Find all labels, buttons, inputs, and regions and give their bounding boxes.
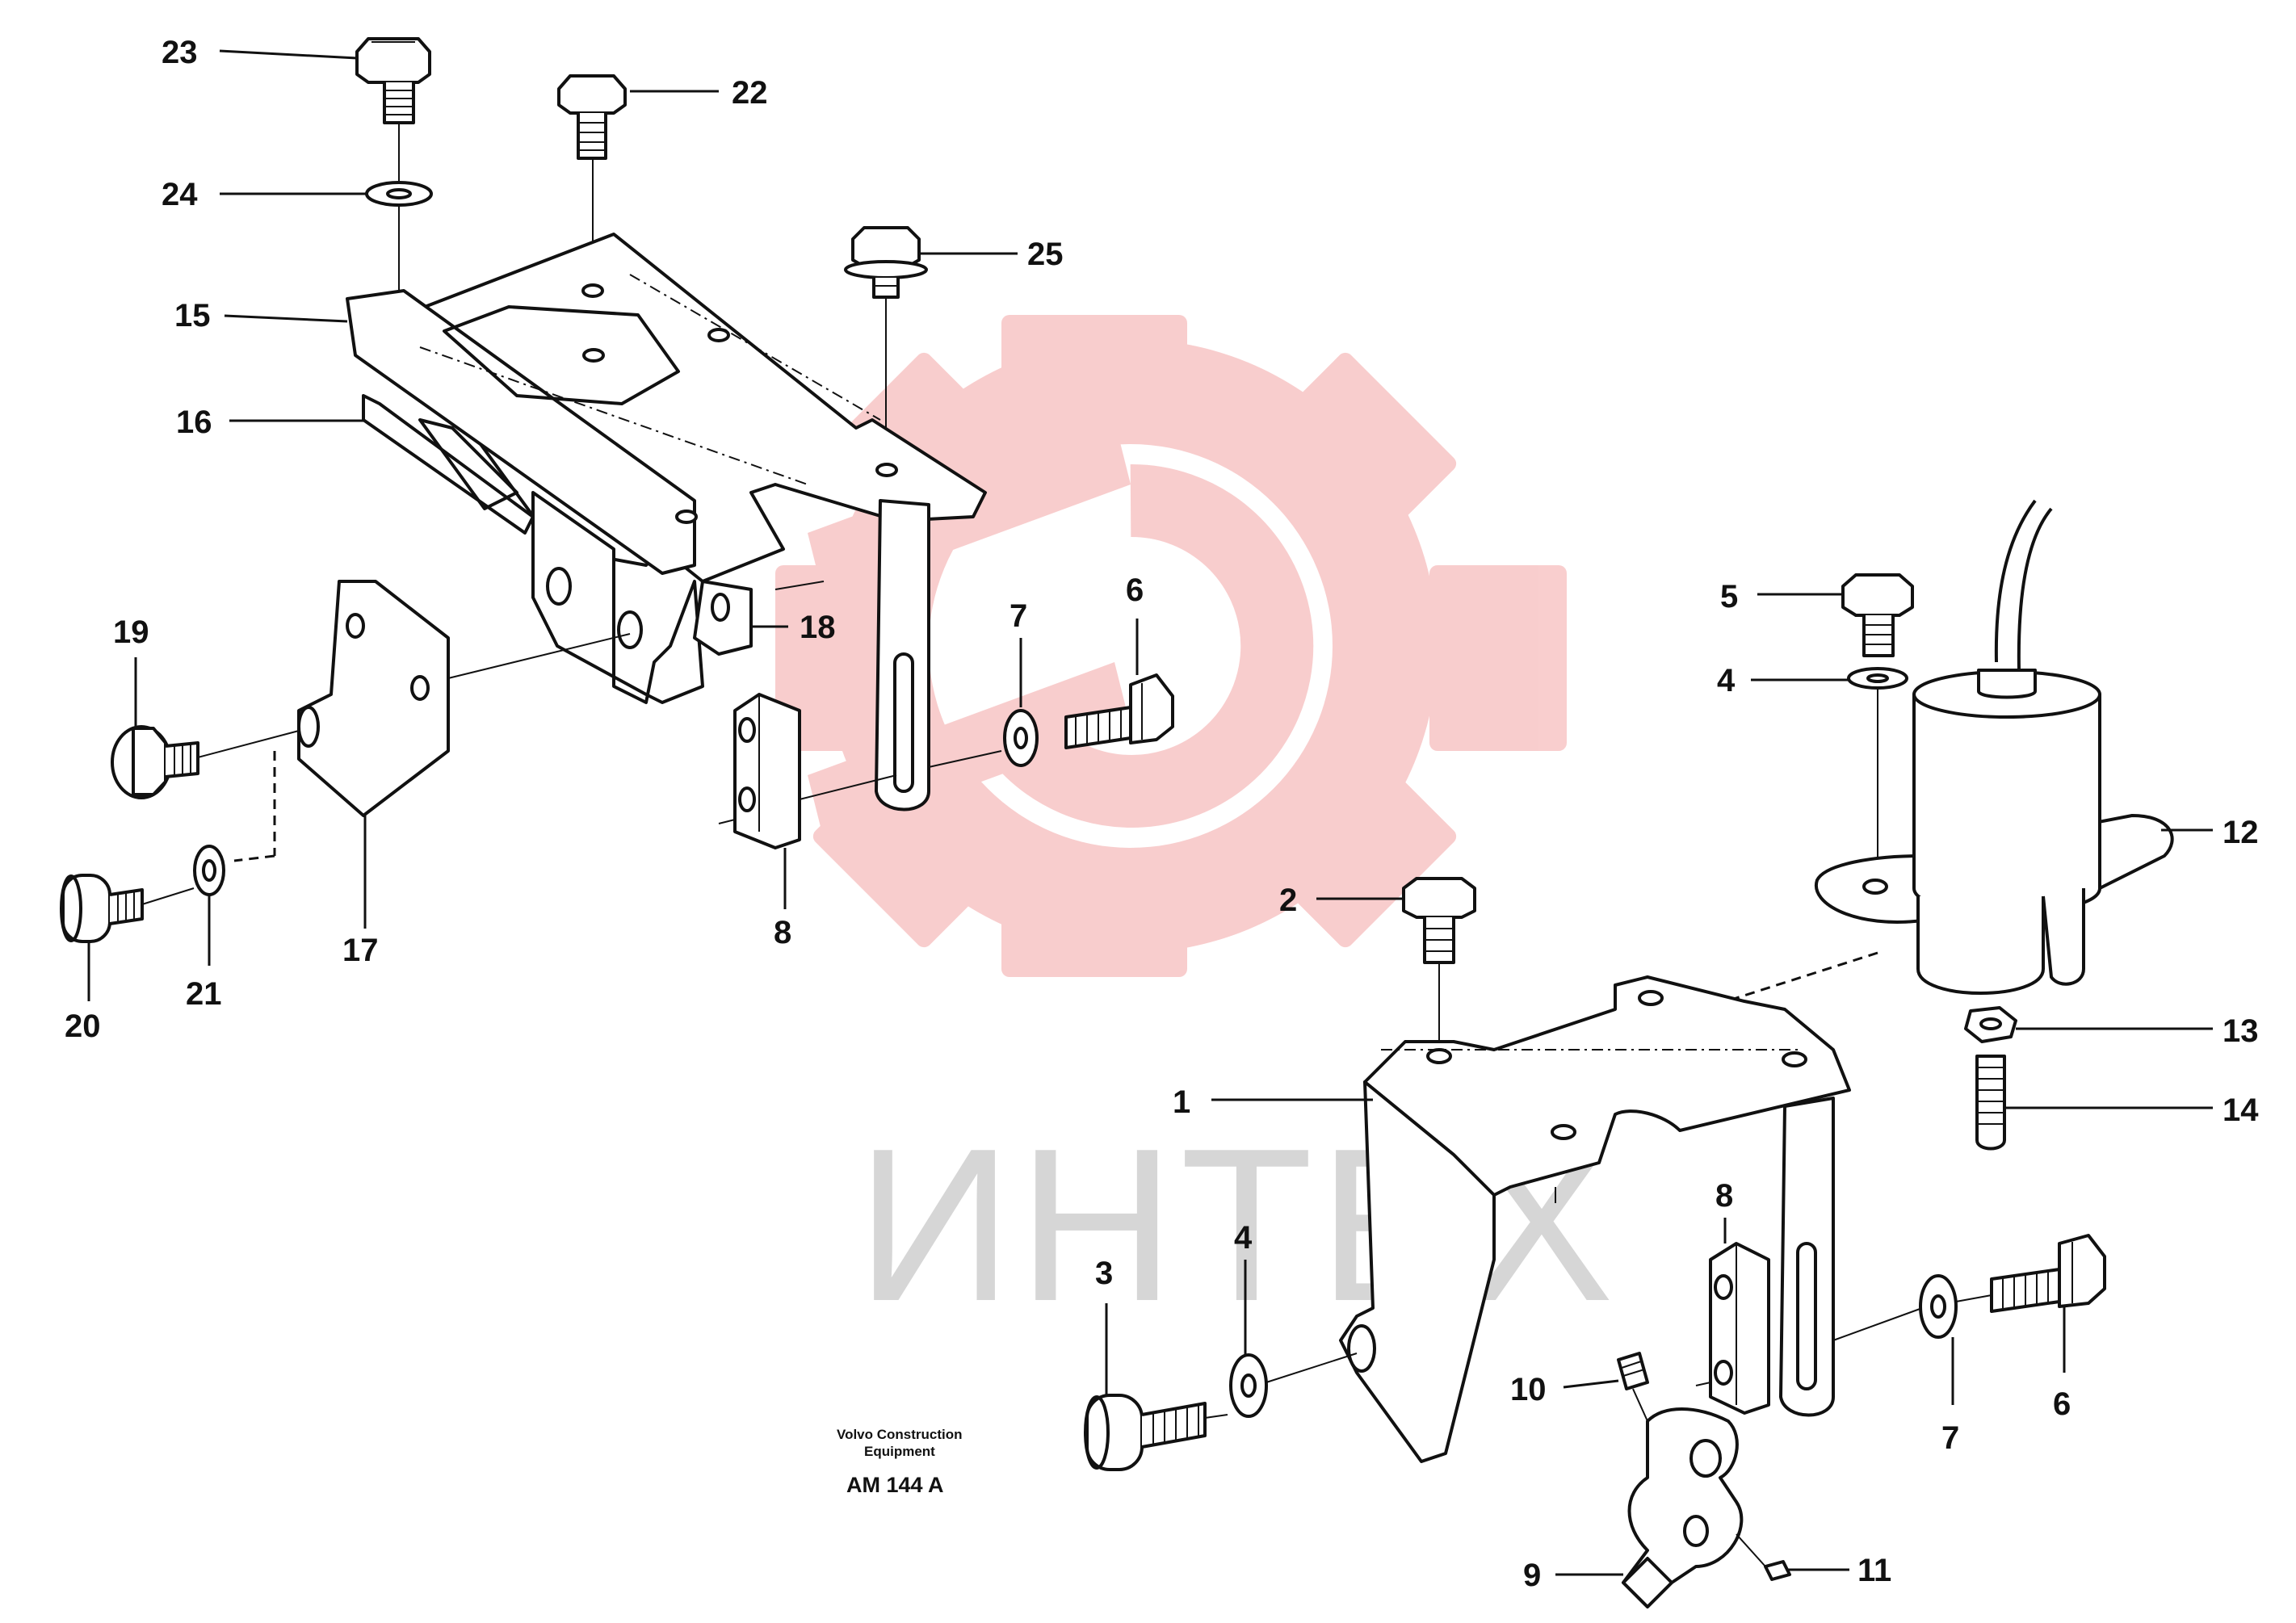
- flange-bolt-19: [111, 725, 199, 799]
- pin-11: [1764, 1560, 1791, 1581]
- cap-screw-3: [1084, 1394, 1207, 1471]
- callout-12: 12: [2223, 815, 2259, 850]
- callout-14: 14: [2223, 1092, 2259, 1128]
- footer-drawing-code: AM 144 A: [846, 1473, 944, 1497]
- callout-15: 15: [174, 298, 211, 333]
- callout-1: 1: [1173, 1084, 1190, 1120]
- bolt-22: [557, 74, 627, 160]
- cap-screw-20: [60, 874, 144, 943]
- callout-8-lower: 8: [1715, 1178, 1733, 1214]
- clamp-block-8-upper: [733, 693, 801, 849]
- lever-9: [1622, 1407, 1744, 1608]
- callout-6-lower: 6: [2053, 1386, 2071, 1422]
- callout-21: 21: [186, 976, 222, 1012]
- callout-22: 22: [732, 75, 768, 111]
- callout-16: 16: [176, 405, 212, 440]
- leader-lines: [87, 49, 2213, 1576]
- callout-25: 25: [1027, 237, 1064, 272]
- callout-5: 5: [1720, 579, 1738, 614]
- nut-13: [1964, 1006, 2017, 1043]
- bracket-1: [1339, 975, 1851, 1463]
- callout-3: 3: [1095, 1256, 1113, 1291]
- callout-10: 10: [1510, 1372, 1547, 1407]
- callout-20: 20: [65, 1009, 101, 1044]
- callout-7-lower: 7: [1941, 1420, 1959, 1456]
- hex-bolt-6-upper: [1064, 673, 1174, 749]
- callout-19: 19: [113, 614, 149, 650]
- callout-18: 18: [800, 610, 836, 645]
- drawing-footer: Volvo Construction Equipment AM 144 A: [837, 1427, 963, 1497]
- callout-numbers: 23 24 22 25 15 16 18 19 17 20 21 8 7 6 5…: [65, 35, 2259, 1593]
- callout-4-upper: 4: [1717, 663, 1736, 698]
- footer-subtitle: Equipment: [864, 1444, 935, 1459]
- callout-6-upper: 6: [1126, 572, 1144, 608]
- screw-14: [1975, 1055, 2006, 1151]
- callout-4-lower: 4: [1234, 1220, 1253, 1256]
- bolt-25: [844, 226, 928, 299]
- callout-23: 23: [162, 35, 198, 70]
- callout-8-upper: 8: [774, 915, 791, 950]
- bracket-17: [297, 580, 450, 817]
- bolt-23: [355, 37, 431, 124]
- callout-24: 24: [162, 177, 198, 212]
- footer-company: Volvo Construction: [837, 1427, 963, 1442]
- clamp-block-8-lower: [1709, 1242, 1770, 1415]
- callout-13: 13: [2223, 1013, 2259, 1049]
- callout-9: 9: [1523, 1558, 1541, 1593]
- upper-mounting-bracket: [346, 233, 987, 812]
- callout-11: 11: [1857, 1553, 1891, 1588]
- callout-2: 2: [1279, 883, 1297, 918]
- bolt-2: [1402, 877, 1476, 964]
- callout-7-upper: 7: [1009, 598, 1027, 634]
- set-screw-10: [1617, 1352, 1649, 1390]
- solenoid-12: [1814, 499, 2174, 995]
- callout-17: 17: [342, 933, 379, 968]
- hex-bolt-6-lower: [1990, 1234, 2106, 1313]
- bolt-5: [1841, 573, 1914, 657]
